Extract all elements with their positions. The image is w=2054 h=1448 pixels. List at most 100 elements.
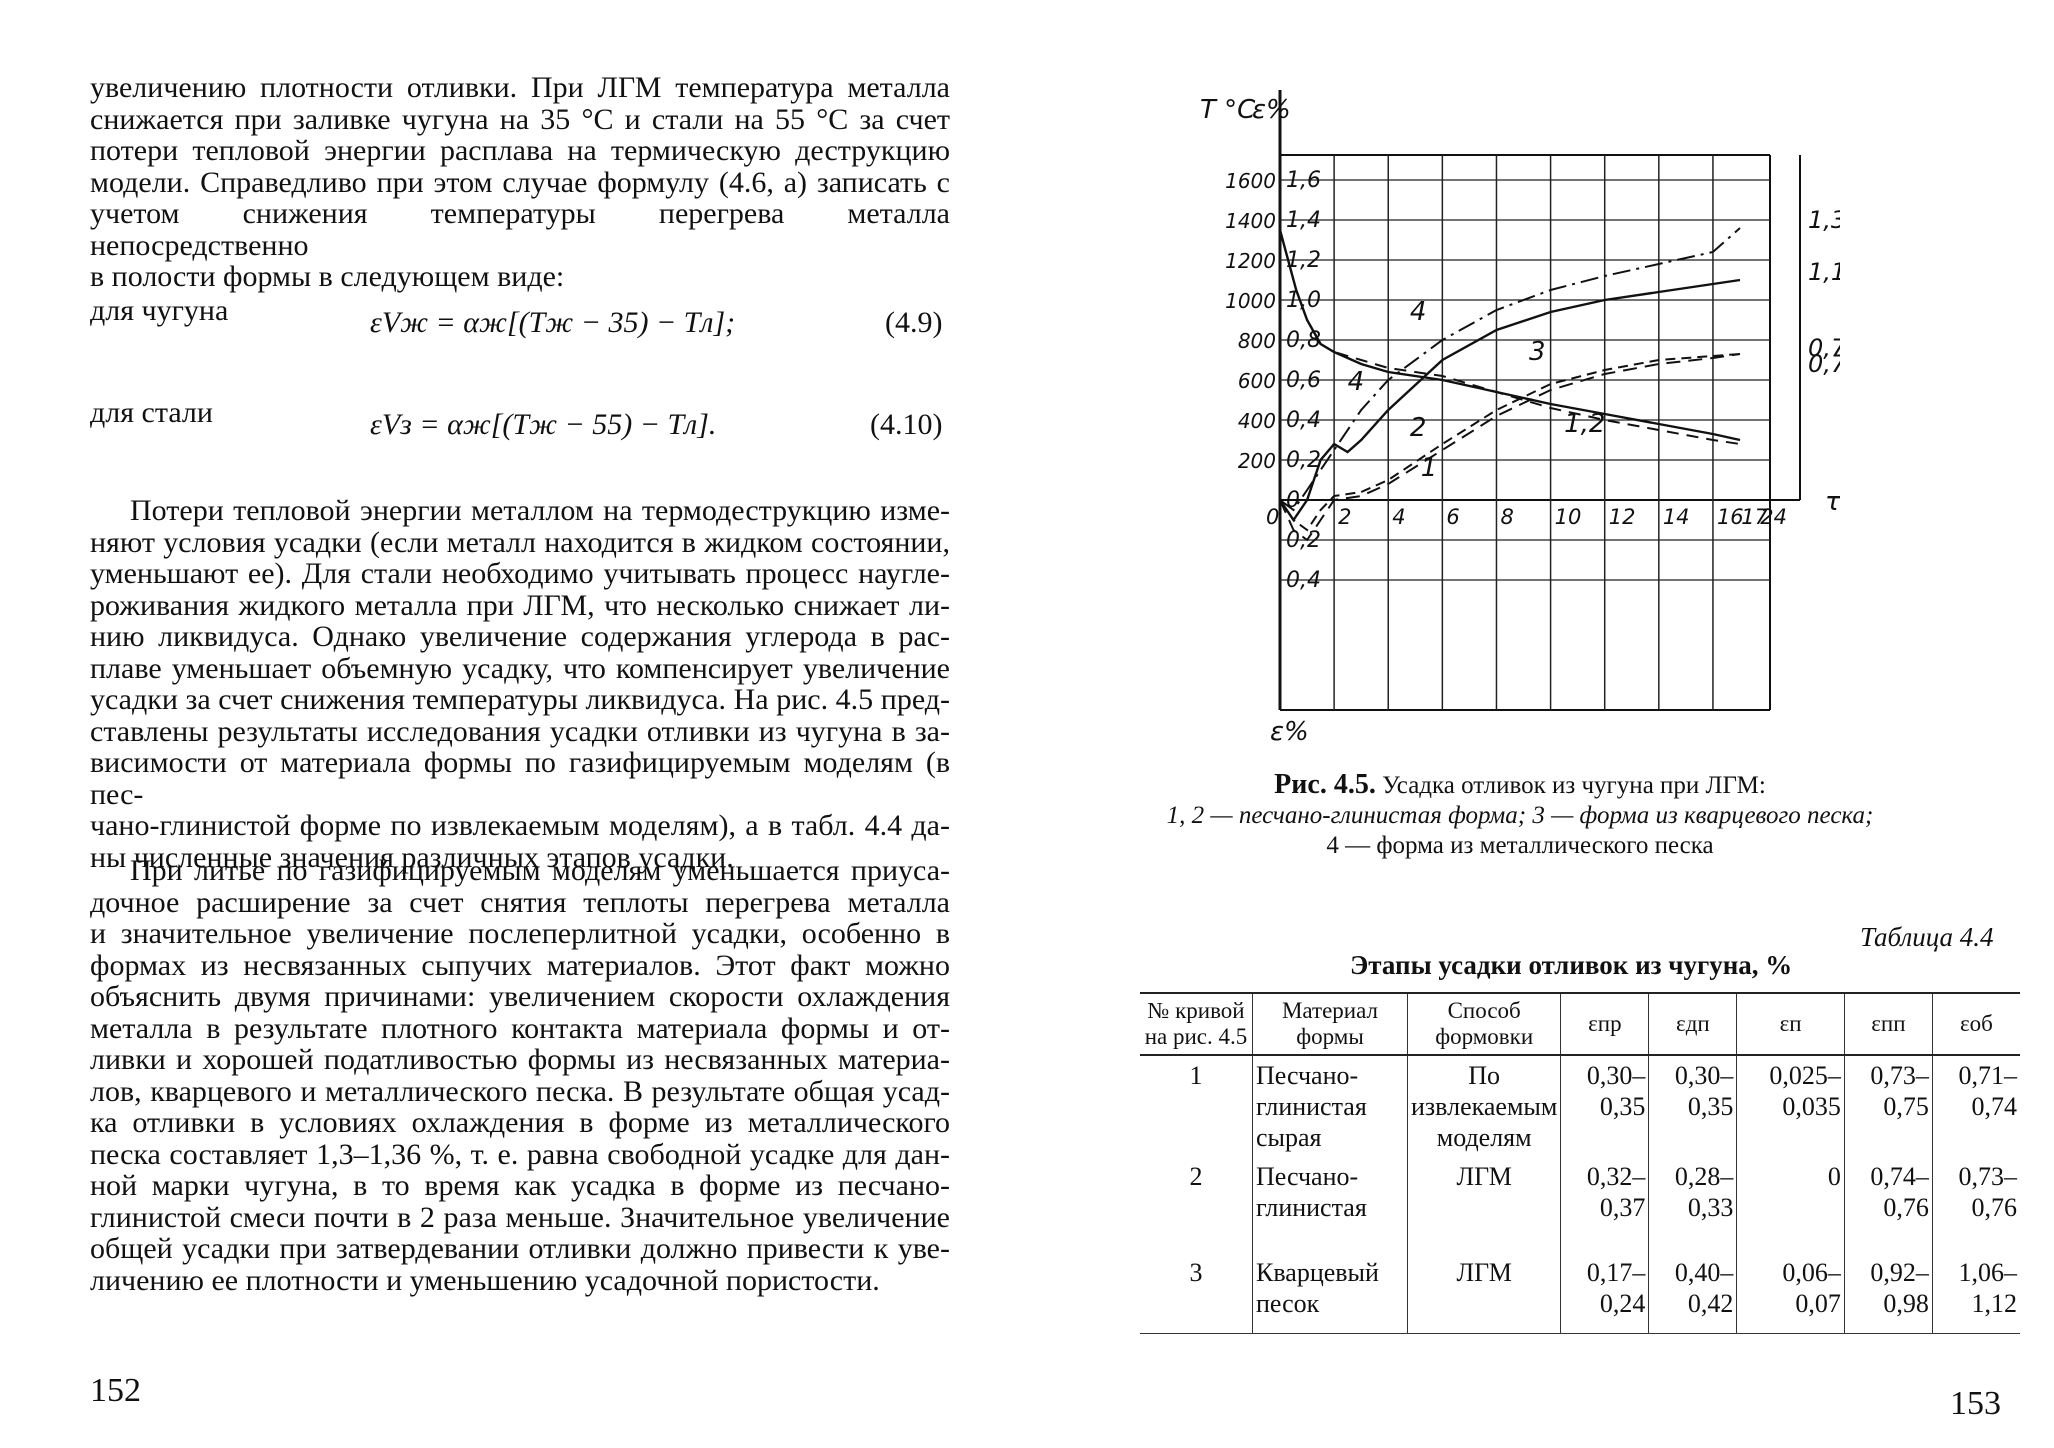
strain-tick-label: 1,2 [1286,248,1321,273]
header-form-material: Материал формы [1252,992,1408,1056]
curve-2 [1279,353,1741,532]
figure-caption: Рис. 4.5. Усадка отливок из чугуна при Л… [1090,770,1950,861]
curve-3 [1278,229,1741,442]
header-e-dp: εдп [1648,992,1737,1056]
text-line: висимости от материала формы по газифици… [90,746,950,811]
table-cell-e3: 0 [1736,1157,1845,1253]
text-line: плаве уменьшает объемную усадку, что ком… [90,651,950,685]
x-tick-label: 6 [1446,505,1459,529]
table-cell-e1: 0,17–0,24 [1560,1253,1649,1334]
left-page: увеличению плотности отливки. При ЛГМ те… [0,0,1020,1448]
page-number-left: 152 [90,1372,141,1409]
table-cell-e5: 0,71–0,74 [1931,1055,2020,1157]
table-cell-e5: 1,06–1,12 [1931,1253,2020,1334]
text-line: объяснить двумя причинами: увеличением с… [90,980,950,1013]
shrinkage-table: № кривой на рис. 4.5 Материал формы Спос… [1140,992,2020,1334]
paragraph-3: При литье по газифицируемым моделям умен… [90,855,950,1296]
text-line: снижается при заливке чугуна на 35 °С и … [90,102,950,136]
text-line: формах из несвязанных сыпучих материалов… [90,948,950,982]
equation-4-9: εVж = αж[(Tж − 35) − Tл]; [370,306,736,339]
caption-title: Усадка отливок из чугуна при ЛГМ: [1375,772,1766,799]
equation-4-9-label: для чугуна [90,294,229,327]
y-axis-title-strain-bottom: ε% [1270,717,1309,747]
text-line: в полости формы в следующем виде: [90,260,565,293]
end-value-label: 0,71 [1808,350,1840,378]
table-cell-num: 2 [1189,1162,1203,1191]
end-value-label: 1,1 [1808,258,1840,286]
caption-line-3: 4 — форма из металлического песка [1326,832,1714,859]
x-tick-label: 17 [1741,505,1768,529]
table-title: Этапы усадки отливок из чугуна, % [1350,950,1793,980]
end-value-label: 0,73 [1808,334,1840,362]
table-header-row: № кривой на рис. 4.5 Материал формы Спос… [1140,992,2020,1056]
curve-label: 2 [1410,413,1427,443]
text-line: модели. Справедливо при этом случае форм… [90,165,950,199]
text-line: нию ликвидуса. Однако увеличение содержа… [90,620,950,653]
table-cell-material: Песчано-глинистая сырая [1252,1055,1408,1157]
header-e-ob: εоб [1931,992,2020,1056]
table-cell-method: ЛГМ [1406,1253,1561,1334]
table-tag: Таблица 4.4 [1860,922,1994,952]
curve-label: 4 [1348,367,1365,397]
table-cell-e4: 0,92–0,98 [1843,1253,1933,1334]
x-tick-label: 0 [1266,505,1279,529]
curve-label: 3 [1529,337,1546,367]
equation-4-10: εVз = αж[(Tж − 55) − Tл]. [370,408,717,441]
temperature-tick-label: 1000 [1225,289,1276,313]
strain-tick-label: 0,2 [1286,448,1321,473]
text-line: личению ее плотности и уменьшению усадоч… [90,1263,880,1297]
text-line: ной марки чугуна, в то время как усадка … [90,1169,950,1202]
text-line: Потери тепловой энергии металлом на терм… [130,494,950,527]
equation-4-9-number: (4.9) [885,306,943,339]
table-cell-material: Песчано-глинистая [1252,1157,1408,1253]
equation-4-10-label: для стали [90,396,213,429]
curve-1 [1279,353,1741,542]
table-cell-e4: 0,73–0,75 [1843,1055,1933,1157]
text-line: потери тепловой энергии расплава на терм… [90,134,950,167]
table-cell-e2: 0,30–0,35 [1648,1055,1737,1157]
x-tick-label: 4 [1392,505,1405,529]
temperature-tick-label: 800 [1238,329,1276,353]
text-line: ставлены результаты исследования усадки … [90,714,950,748]
header-molding-method: Способ формовки [1406,992,1561,1056]
header-e-p: εп [1736,992,1845,1056]
x-tick-label: 8 [1500,505,1513,529]
text-line: роживания жидкого металла при ЛГМ, что н… [90,588,950,622]
text-line: ка отливки в условиях охлаждения в форме… [90,1106,950,1139]
text-line: учетом снижения температуры перегрева ме… [90,197,950,262]
x-tick-label: 10 [1555,505,1582,529]
table-cell-e3: 0,06–0,07 [1736,1253,1845,1334]
temperature-tick-label: 1400 [1225,209,1276,233]
text-line: чано-глинистой форме по извлекаемым моде… [90,809,950,842]
table-cell-num: 3 [1140,1253,1253,1334]
y-axis-title-strain: ε% [1252,95,1291,125]
header-curve-number: № кривой на рис. 4.5 [1140,992,1253,1056]
strain-tick-label: 0,4 [1286,568,1321,593]
paragraph-1: увеличению плотности отливки. При ЛГМ те… [90,72,950,293]
table-cell-num: 1 [1189,1061,1203,1090]
strain-tick-label: 0,6 [1286,368,1321,393]
x-axis-title: τ, час. [1825,487,1840,517]
x-tick-label: 24 [1760,505,1787,529]
header-e-pr: εпр [1560,992,1649,1056]
text-line: увеличению плотности отливки. При ЛГМ те… [90,71,950,104]
curve-label: 4 [1410,297,1427,327]
header-e-pp: εпп [1843,992,1933,1056]
text-line: ны численные значения различных этапов у… [90,840,734,874]
shrinkage-chart: 1,61,41,21,00,80,60,40,200,20,4160014001… [1200,90,1840,747]
text-line: При литье по газифицируемым моделям умен… [130,854,950,887]
text-line: глинистой смеси почти в 2 раза меньше. З… [90,1200,950,1234]
table-cell-e1: 0,30–0,35 [1560,1055,1649,1157]
text-line: металла в результате плотного контакта м… [90,1011,950,1045]
table-cell-e5: 0,73–0,76 [1931,1157,2020,1253]
text-line: лов, кварцевого и металлического песка. … [90,1074,950,1108]
x-tick-label: 2 [1338,505,1351,529]
strain-tick-label: 1,6 [1286,168,1321,193]
temperature-tick-label: 400 [1238,409,1276,433]
strain-tick-label: 1,4 [1286,208,1321,233]
caption-line-2: 1, 2 — песчано-глинистая форма; 3 — форм… [1166,802,1874,829]
